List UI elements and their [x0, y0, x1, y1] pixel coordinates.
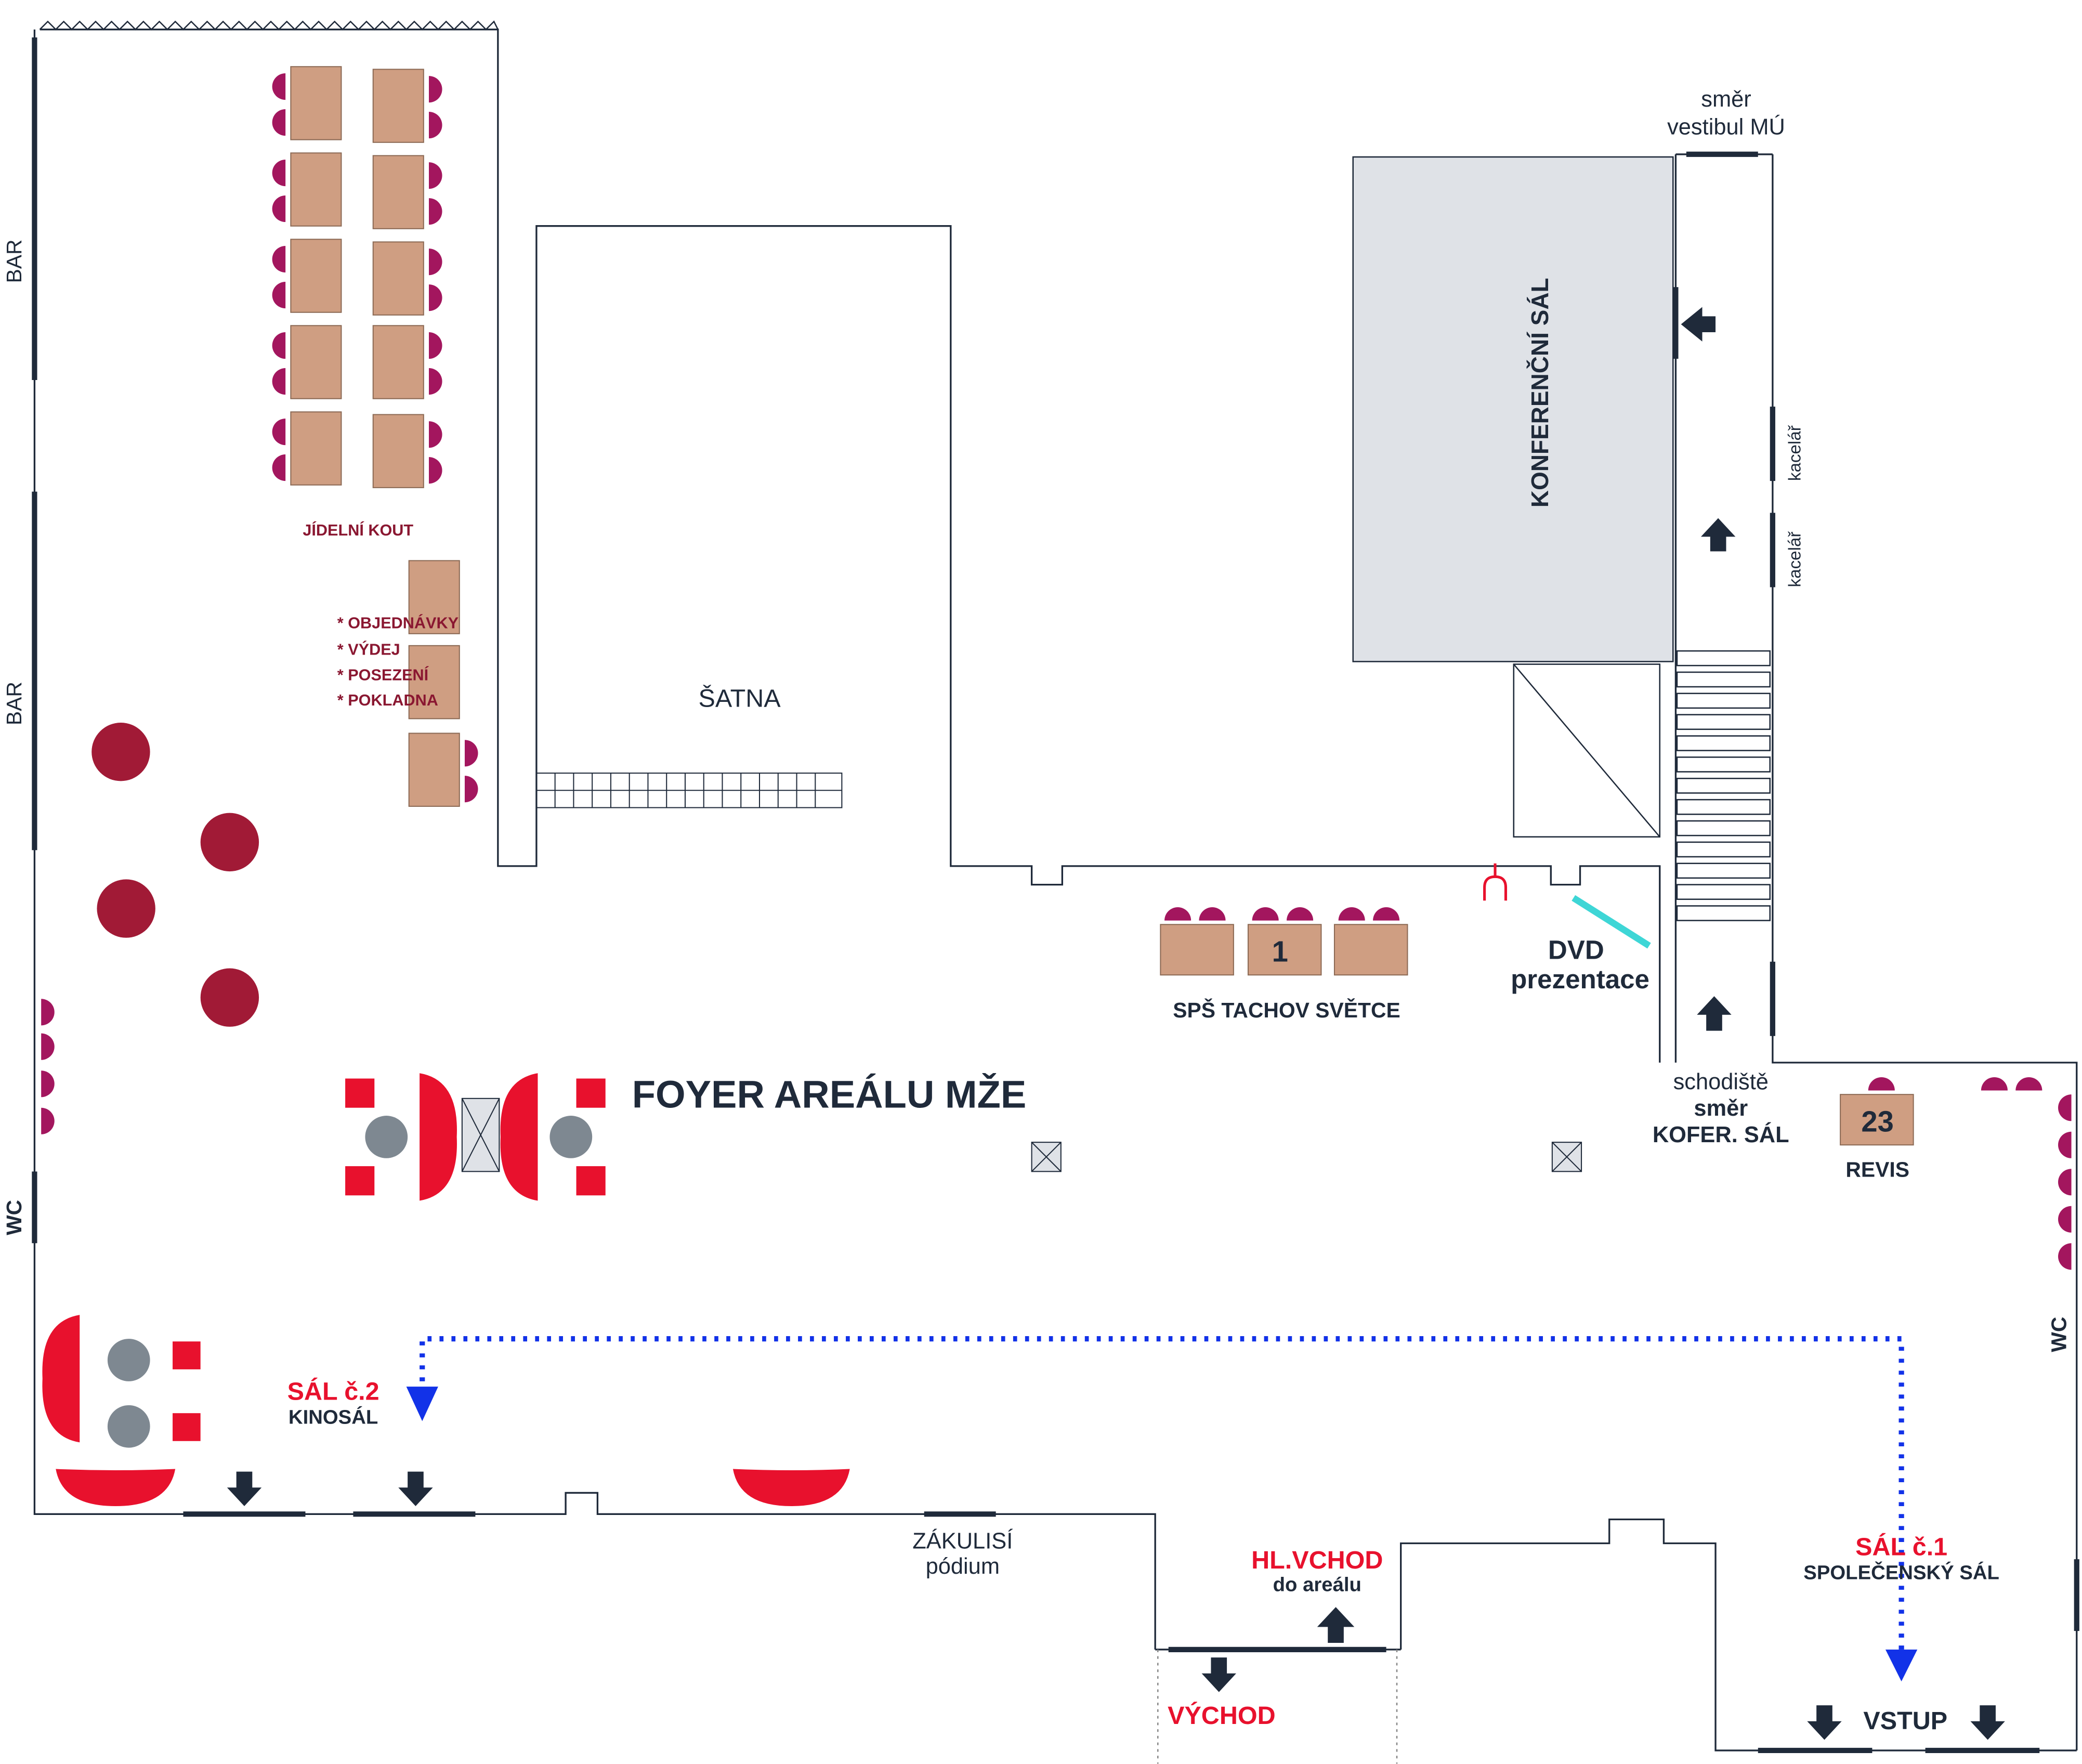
route-arrow-icon: [1885, 1649, 1918, 1682]
arrow-up-icon: [1317, 1607, 1355, 1643]
service-label: * POSEZENÍ: [337, 665, 429, 684]
service-label: * OBJEDNÁVKY: [337, 614, 459, 632]
stand-number: 1: [1272, 935, 1288, 968]
revis-number: 23: [1861, 1105, 1894, 1138]
cinema-lounge: [42, 1315, 850, 1506]
bar-label-bottom: BAR: [2, 682, 26, 725]
arrow-up-icon: [1697, 996, 1732, 1031]
direction-label: směr: [1701, 87, 1751, 112]
foyer-title: FOYER AREÁLU MŽE: [632, 1073, 1026, 1116]
dining-label: JÍDELNÍ KOUT: [303, 521, 413, 539]
podium-label: pódium: [926, 1554, 1000, 1579]
door-segments: [32, 37, 2079, 1754]
office-label: kacelář: [1786, 531, 1805, 587]
staircase: [1676, 650, 1771, 921]
main-entrance-sub: do areálu: [1273, 1573, 1361, 1596]
arrow-down-icon: [1970, 1705, 2005, 1740]
dining-chairs: [41, 73, 2072, 1270]
dvd-screen: [1572, 895, 1651, 949]
stand-name: SPŠ TACHOV SVĚTCE: [1173, 998, 1400, 1022]
dvd-sub-label: prezentace: [1511, 964, 1649, 994]
hall1-subtitle: SPOLEČENSKÝ SÁL: [1803, 1560, 1999, 1584]
zigzag-edge: [39, 20, 499, 31]
dvd-label: DVD: [1548, 935, 1604, 965]
entrance-label: VSTUP: [1863, 1707, 1947, 1735]
stairs-label: schodiště: [1673, 1069, 1769, 1094]
revis-label: REVIS: [1845, 1158, 1909, 1182]
service-label: * VÝDEJ: [337, 641, 400, 659]
hall2-title: SÁL č.2: [287, 1378, 379, 1406]
service-label: * POKLADNA: [337, 691, 438, 709]
stairs-direction: směr: [1694, 1096, 1748, 1121]
arrow-down-icon: [1807, 1705, 1842, 1740]
arrow-down-icon: [398, 1471, 433, 1506]
foyer-lounge: [345, 1073, 606, 1201]
stairs-target: KOFER. SÁL: [1653, 1122, 1789, 1147]
bar-label-top: BAR: [2, 240, 26, 283]
walls: [33, 29, 2078, 1752]
arrow-left-icon: [1681, 307, 1716, 342]
hall1-title: SÁL č.1: [1855, 1533, 1947, 1561]
satna-label: ŠATNA: [699, 684, 781, 712]
arrows: [227, 307, 2005, 1740]
stand-1: [1160, 907, 1408, 976]
columns: [1031, 1142, 1582, 1172]
direction-target-label: vestibul MÚ: [1667, 114, 1785, 139]
main-entrance-label: HL.VCHOD: [1251, 1546, 1383, 1574]
elevator: [1513, 663, 1661, 838]
route-arrow-icon: [406, 1387, 438, 1421]
wc-label-left: WC: [2, 1200, 26, 1235]
office-label: kacelář: [1786, 425, 1805, 481]
conference-hall: [1352, 156, 1674, 662]
backstage-label: ZÁKULISÍ: [912, 1529, 1013, 1554]
stand-23: [1840, 1077, 2042, 1146]
exit-label: VÝCHOD: [1168, 1702, 1276, 1730]
hall2-subtitle: KINOSÁL: [289, 1406, 378, 1429]
dining-tables: [290, 66, 460, 807]
conference-label: KONFERENČNÍ SÁL: [1526, 278, 1553, 507]
round-tables: [91, 722, 259, 1027]
arrow-up-icon: [1700, 518, 1736, 552]
wc-label-right: WC: [2047, 1317, 2071, 1352]
hanger-icon: [1483, 863, 1508, 901]
arrow-down-icon: [227, 1471, 262, 1506]
cloakroom-counter: [535, 773, 843, 808]
arrow-down-icon: [1201, 1657, 1236, 1692]
route-path: [420, 1336, 1904, 1650]
